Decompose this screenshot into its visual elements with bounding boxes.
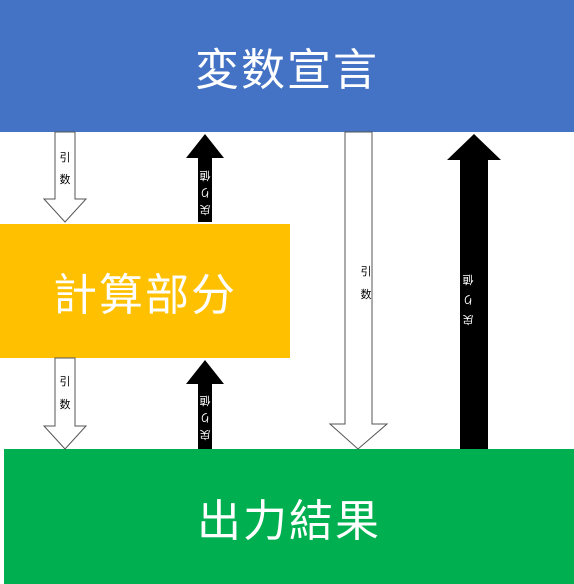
return-arrow-label-char-3: 値: [463, 273, 474, 286]
return-arrow-label-char-2: り: [200, 411, 211, 424]
output-result-label: 出力結果: [197, 495, 381, 547]
argument-arrow-label-char-2: 数: [361, 288, 372, 301]
argument-arrow-label-char-2: 数: [60, 173, 71, 186]
argument-arrow-label-char-2: 数: [60, 398, 71, 411]
argument-arrow-top-to-bottom: 引 数: [328, 131, 389, 450]
computation-label: 計算部分: [53, 270, 237, 321]
output-result-box: 出力結果: [4, 449, 574, 584]
return-arrow-bottom-to-middle: 戻 り 値: [186, 360, 224, 449]
return-arrow-label-char-1: 戻: [200, 203, 211, 216]
argument-arrow-top-to-middle: 引 数: [42, 131, 88, 223]
return-arrow-bottom-to-top: 戻 り 値: [447, 134, 501, 449]
variable-declaration-box: 変数宣言: [0, 0, 574, 132]
return-arrow-label-char-3: 値: [200, 394, 211, 407]
return-arrow-label-char-3: 値: [200, 169, 211, 182]
variable-declaration-label: 変数宣言: [195, 45, 379, 96]
return-arrow-middle-to-top: 戻 り 値: [186, 134, 224, 222]
return-arrow-label-char-2: り: [463, 293, 474, 306]
argument-arrow-label-char-1: 引: [60, 374, 71, 388]
argument-arrow-label-char-1: 引: [361, 264, 372, 278]
return-arrow-label-char-2: り: [200, 186, 211, 199]
argument-arrow-middle-to-bottom: 引 数: [42, 357, 88, 450]
return-arrow-label-char-1: 戻: [200, 428, 211, 441]
computation-box: 計算部分: [0, 224, 290, 358]
argument-arrow-label-char-1: 引: [60, 150, 71, 164]
return-arrow-label-char-1: 戻: [463, 313, 474, 326]
